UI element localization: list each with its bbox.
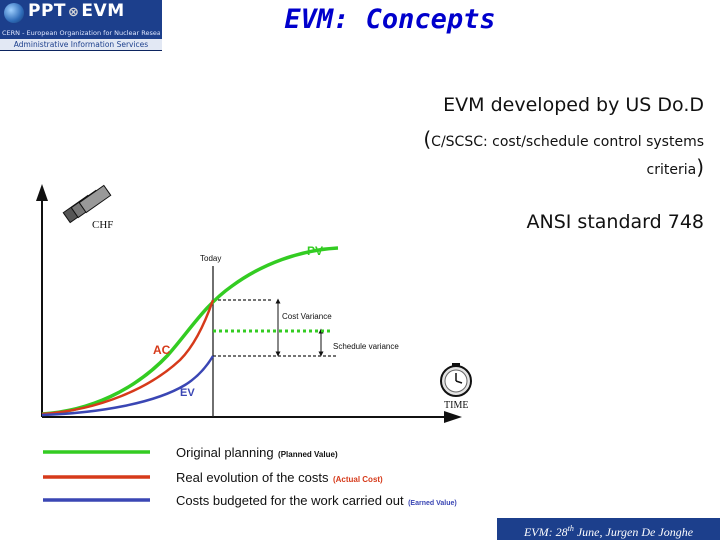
legend-main-pv: Original planning (176, 445, 274, 460)
today-label: Today (200, 254, 221, 263)
x-axis-arrow-icon (444, 411, 462, 423)
text-criteria: criteria) (647, 155, 704, 179)
footer-credit: EVM: 28th June, Jurgen De Jonghe (497, 518, 720, 540)
cern-globe-icon (4, 3, 24, 23)
footer-after: June, Jurgen De Jonghe (573, 525, 694, 539)
text-ansi: ANSI standard 748 (526, 211, 705, 233)
legend-main-ev: Costs budgeted for the work carried out (176, 493, 404, 508)
legend-text-pv: Original planning (Planned Value) (176, 444, 338, 461)
y-axis-label: CHF (92, 219, 113, 231)
money-stack-icon (62, 184, 112, 224)
cost-variance-label: Cost Variance (282, 312, 332, 321)
legend-sub-pv: (Planned Value) (278, 450, 338, 459)
logo-brand: PPT⊗EVM (28, 1, 125, 21)
ac-label: AC (153, 343, 171, 357)
legend-sub-ev: (Earned Value) (408, 500, 457, 507)
x-axis-label: TIME (444, 400, 468, 411)
y-axis-arrow-icon (36, 184, 48, 201)
ev-label: EV (180, 387, 195, 399)
logo-org: CERN - European Organization for Nuclear… (2, 29, 160, 37)
slide-title: EVM: Concepts (284, 4, 496, 35)
clock-icon (440, 363, 472, 397)
ppt-evm-logo: PPT⊗EVM CERN - European Organization for… (0, 0, 162, 51)
text-cscs-content: C/SCSC: cost/schedule control systems (431, 134, 704, 150)
pv-label: PV (307, 244, 323, 258)
legend-sub-ac: (Actual Cost) (333, 475, 383, 484)
logo-brand-separator-icon: ⊗ (68, 5, 80, 20)
schedule-variance-label: Schedule variance (333, 342, 399, 351)
ev-curve (41, 355, 215, 417)
text-evm-developed: EVM developed by US Do.D (443, 94, 704, 116)
footer-sup: th (567, 524, 574, 533)
legend: Original planning (Planned Value) Real e… (43, 444, 457, 509)
legend-text-ac: Real evolution of the costs (Actual Cost… (176, 469, 383, 486)
legend-main-ac: Real evolution of the costs (176, 470, 329, 485)
paren-open: ( (423, 127, 432, 151)
ac-curve (41, 299, 215, 416)
text-criteria-content: criteria (646, 162, 697, 178)
legend-text-ev: Costs budgeted for the work carried out … (176, 492, 457, 509)
logo-brand-left: PPT (28, 1, 67, 21)
text-cscs: (C/SCSC: cost/schedule control systems (423, 127, 704, 151)
logo-brand-right: EVM (81, 1, 125, 21)
pv-curve (41, 246, 339, 416)
footer-before: EVM: 28 (523, 525, 568, 539)
logo-service: Administrative Information Services (0, 39, 162, 50)
paren-close: ) (696, 155, 704, 179)
